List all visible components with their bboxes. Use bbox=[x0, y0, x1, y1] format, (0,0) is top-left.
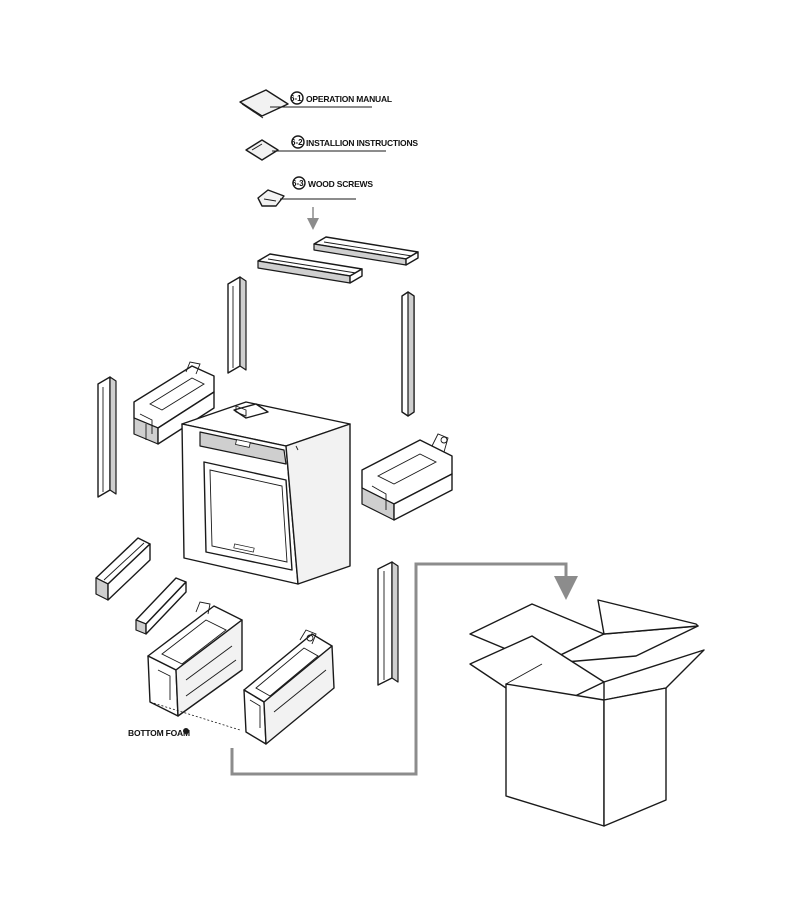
corner-post-front-left bbox=[97, 376, 117, 498]
bottom-foam-label: BOTTOM FOAM bbox=[128, 728, 190, 738]
installation-instructions-label: INSTALLION INSTRUCTIONS bbox=[306, 138, 418, 148]
front-left-foam-rail bbox=[95, 537, 151, 601]
installation-instructions-sheet bbox=[245, 139, 279, 161]
carton-right-flap bbox=[597, 599, 699, 635]
carton-side-face bbox=[603, 687, 667, 827]
corner-post-back-right bbox=[401, 291, 415, 417]
installation-instructions-group: 6-2 INSTALLION INSTRUCTIONS bbox=[245, 135, 419, 161]
bottom-foam-left bbox=[147, 601, 243, 731]
oven-appliance bbox=[181, 401, 351, 585]
callout-circle-6-2 bbox=[291, 135, 305, 149]
oven-brand-plate bbox=[233, 543, 255, 553]
wood-screws-bag bbox=[257, 189, 285, 207]
corner-post-front-right bbox=[377, 561, 399, 686]
flow-arrow-into-box bbox=[230, 562, 578, 776]
oven-display bbox=[235, 439, 251, 448]
oven-door-window bbox=[203, 461, 293, 571]
callout-number-6-3: 6-3 bbox=[292, 179, 304, 188]
wood-screws-label: WOOD SCREWS bbox=[308, 179, 373, 189]
oven-control-panel bbox=[199, 431, 287, 465]
bottom-foam-right bbox=[243, 629, 335, 745]
top-slat-front bbox=[257, 253, 363, 284]
wood-screws-group: 6-3 WOOD SCREWS bbox=[257, 176, 374, 207]
callout-number-6-2: 6-2 bbox=[291, 138, 303, 147]
corner-post-back-left bbox=[227, 276, 247, 374]
operation-manual-label: OPERATION MANUAL bbox=[306, 94, 392, 104]
top-left-foam bbox=[133, 361, 215, 445]
front-bottom-rail bbox=[135, 577, 187, 635]
bottom-foam-marker bbox=[183, 728, 189, 734]
operation-manual-booklet bbox=[239, 89, 289, 117]
top-slat-back bbox=[313, 236, 419, 266]
oven-side bbox=[285, 423, 351, 585]
callout-number-6-1: 6-1 bbox=[290, 94, 302, 103]
callout-circle-6-3 bbox=[292, 176, 306, 190]
carton-front-face bbox=[505, 683, 605, 827]
shipping-carton bbox=[469, 599, 705, 827]
top-right-foam bbox=[361, 433, 453, 521]
callout-circle-6-1 bbox=[290, 91, 304, 105]
operation-manual-group: 6-1 OPERATION MANUAL bbox=[239, 89, 392, 119]
